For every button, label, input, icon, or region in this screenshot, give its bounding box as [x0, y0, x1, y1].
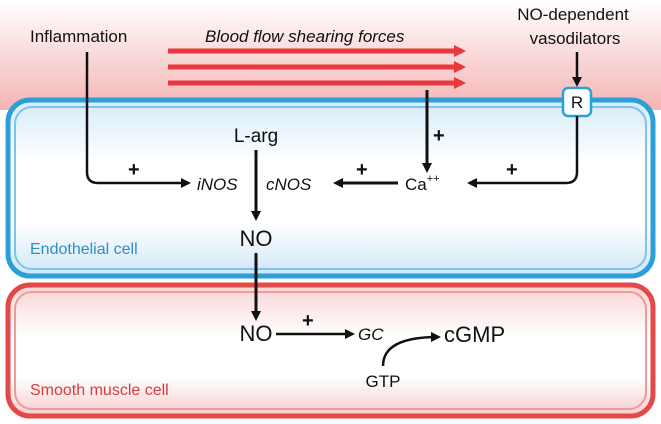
- smooth-muscle-cell-box: [5, 282, 656, 419]
- no-smooth-label: NO: [240, 321, 273, 346]
- inos-label: iNOS: [197, 175, 238, 194]
- gtp-label: GTP: [366, 372, 401, 391]
- gc-plus-sign: +: [302, 310, 314, 332]
- endothelial-cell-box: [5, 97, 656, 279]
- endothelial-cell-label: Endothelial cell: [30, 241, 138, 258]
- endothelial-cell-inner-border: [14, 106, 647, 270]
- no-dependent-label: NO-dependent: [517, 5, 629, 24]
- cgmp-label: cGMP: [444, 322, 505, 347]
- inflammation-to-inos-arrow: [85, 52, 191, 188]
- calcium-text: Ca: [405, 175, 427, 194]
- receptor-label: R: [571, 93, 583, 112]
- shear-force-arrows: [168, 45, 466, 89]
- calcium-plus-sign: +: [356, 159, 368, 181]
- inflammation-plus-sign: +: [128, 159, 140, 181]
- l-arginine-label: L-arg: [234, 126, 278, 147]
- shear-forces-label: Blood flow shearing forces: [205, 27, 405, 46]
- blood-vessel-lumen-band: [0, 0, 661, 110]
- no-endothelial-label: NO: [240, 226, 273, 251]
- shear-plus-sign: +: [433, 125, 445, 147]
- vasodilators-label: vasodilators: [530, 29, 621, 48]
- calcium-superscript: ++: [427, 173, 440, 185]
- smooth-muscle-cell-label: Smooth muscle cell: [30, 382, 169, 399]
- cnos-label: cNOS: [266, 175, 312, 194]
- inflammation-label: Inflammation: [30, 27, 127, 46]
- receptor-plus-sign: +: [506, 159, 518, 181]
- calcium-label: Ca++: [405, 173, 440, 194]
- smooth-muscle-cell-inner-border: [14, 291, 647, 410]
- receptor-to-calcium-arrow: [467, 116, 579, 188]
- gtp-to-cgmp-arrow: [381, 332, 441, 367]
- gc-label: GC: [358, 325, 384, 344]
